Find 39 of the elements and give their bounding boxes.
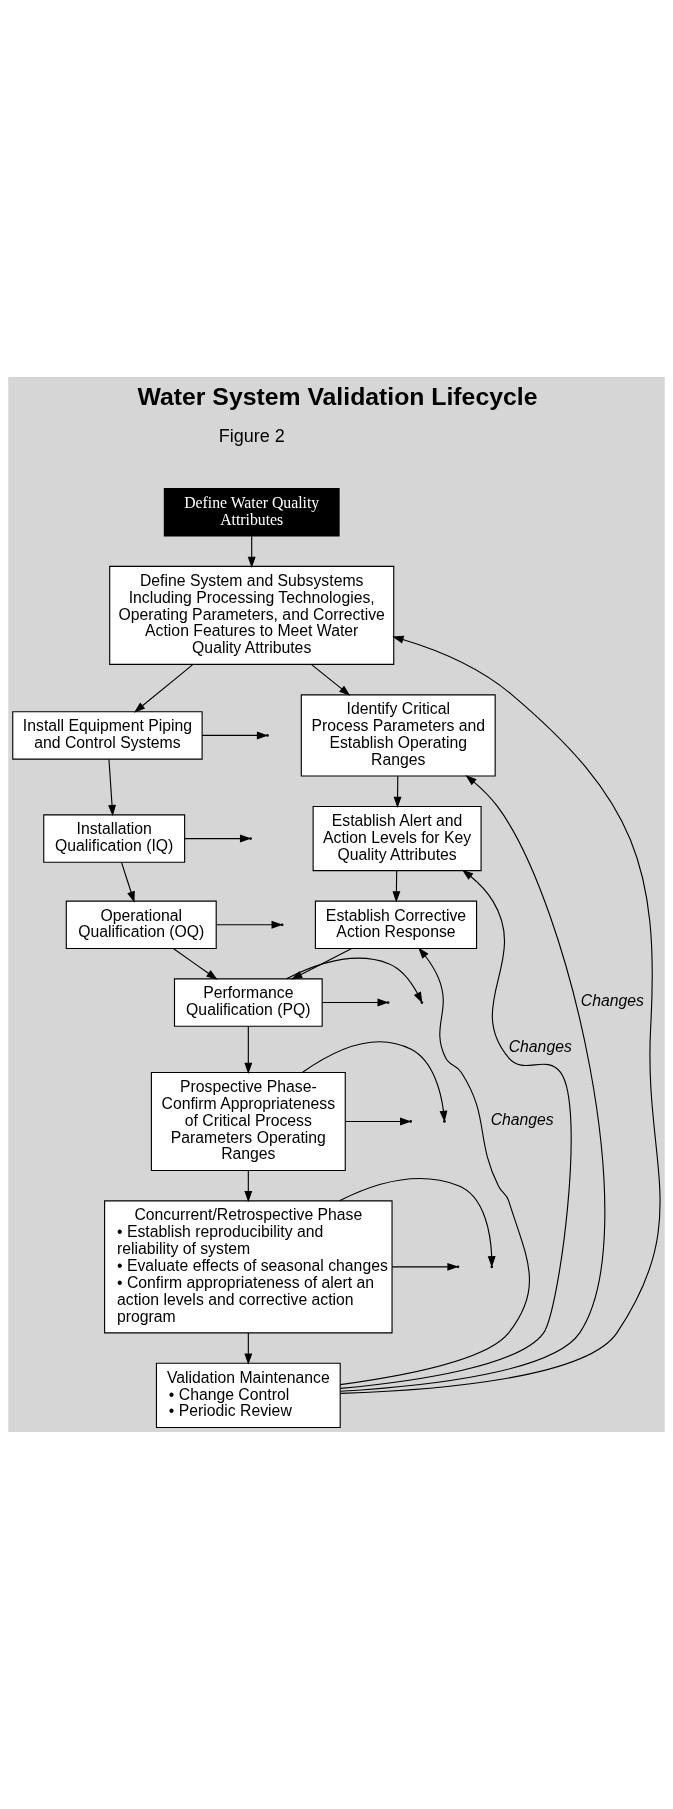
arrow — [201, 731, 269, 740]
arrow — [392, 870, 401, 903]
arrow — [339, 775, 606, 1392]
label: Figure 2 — [218, 426, 285, 447]
node-box: Establish Corrective Action Response — [314, 900, 478, 950]
node-box: Install Equipment Piping and Control Systems — [12, 711, 203, 760]
edge-label: Changes — [508, 1038, 572, 1056]
node-box: Identify Critical Process Parameters and Establish Operating Ranges — [300, 694, 496, 777]
node-box: Operational Qualification (OQ) — [65, 900, 217, 950]
arrow — [108, 758, 116, 817]
arrow — [172, 948, 218, 980]
arrow — [286, 957, 423, 1004]
node-box: Define System and Subsystems Including Processing Technologies, Operating Parameters, and Corrective Action Features to Meet Water Quality Attributes — [109, 565, 395, 665]
arrow — [121, 862, 135, 903]
arrow — [322, 998, 389, 1007]
node-box: Validation Maintenance • Change Control • Periodic Review — [155, 1362, 341, 1429]
arrow — [244, 1332, 253, 1365]
arrow — [339, 947, 531, 1386]
diagram-title: Water System Validation Lifecycle — [137, 382, 538, 410]
node-box: Define Water Quality Attributes — [163, 488, 340, 537]
arrow — [133, 663, 194, 713]
arrow — [244, 1170, 253, 1203]
node-box: Establish Alert and Action Levels for Key Quality Attributes — [312, 805, 482, 872]
arrow — [339, 869, 572, 1389]
arrow — [302, 1041, 448, 1123]
node-box: Concurrent/Retrospective Phase • Establish reproducibility and reliability of system • Evaluate effects of seasonal changes • Confirm appropriateness of alert an action levels and corrective action program — [104, 1200, 393, 1334]
node-box: Prospective Phase-Confirm Appropriateness of Critical Process Parameters Operating Ranges — [150, 1071, 346, 1172]
arrow — [247, 535, 256, 569]
node-box: Installation Qualification (IQ) — [43, 814, 186, 863]
arrow — [344, 1117, 412, 1126]
arrow — [339, 635, 661, 1394]
arrow — [244, 1026, 253, 1074]
arrow — [184, 834, 252, 843]
node-box: Performance Qualification (PQ) — [173, 978, 323, 1027]
edge-label: Changes — [580, 991, 644, 1009]
arrow — [393, 775, 402, 809]
edge-label: Changes — [490, 1110, 554, 1128]
arrow — [291, 948, 353, 980]
arrow — [310, 663, 351, 696]
